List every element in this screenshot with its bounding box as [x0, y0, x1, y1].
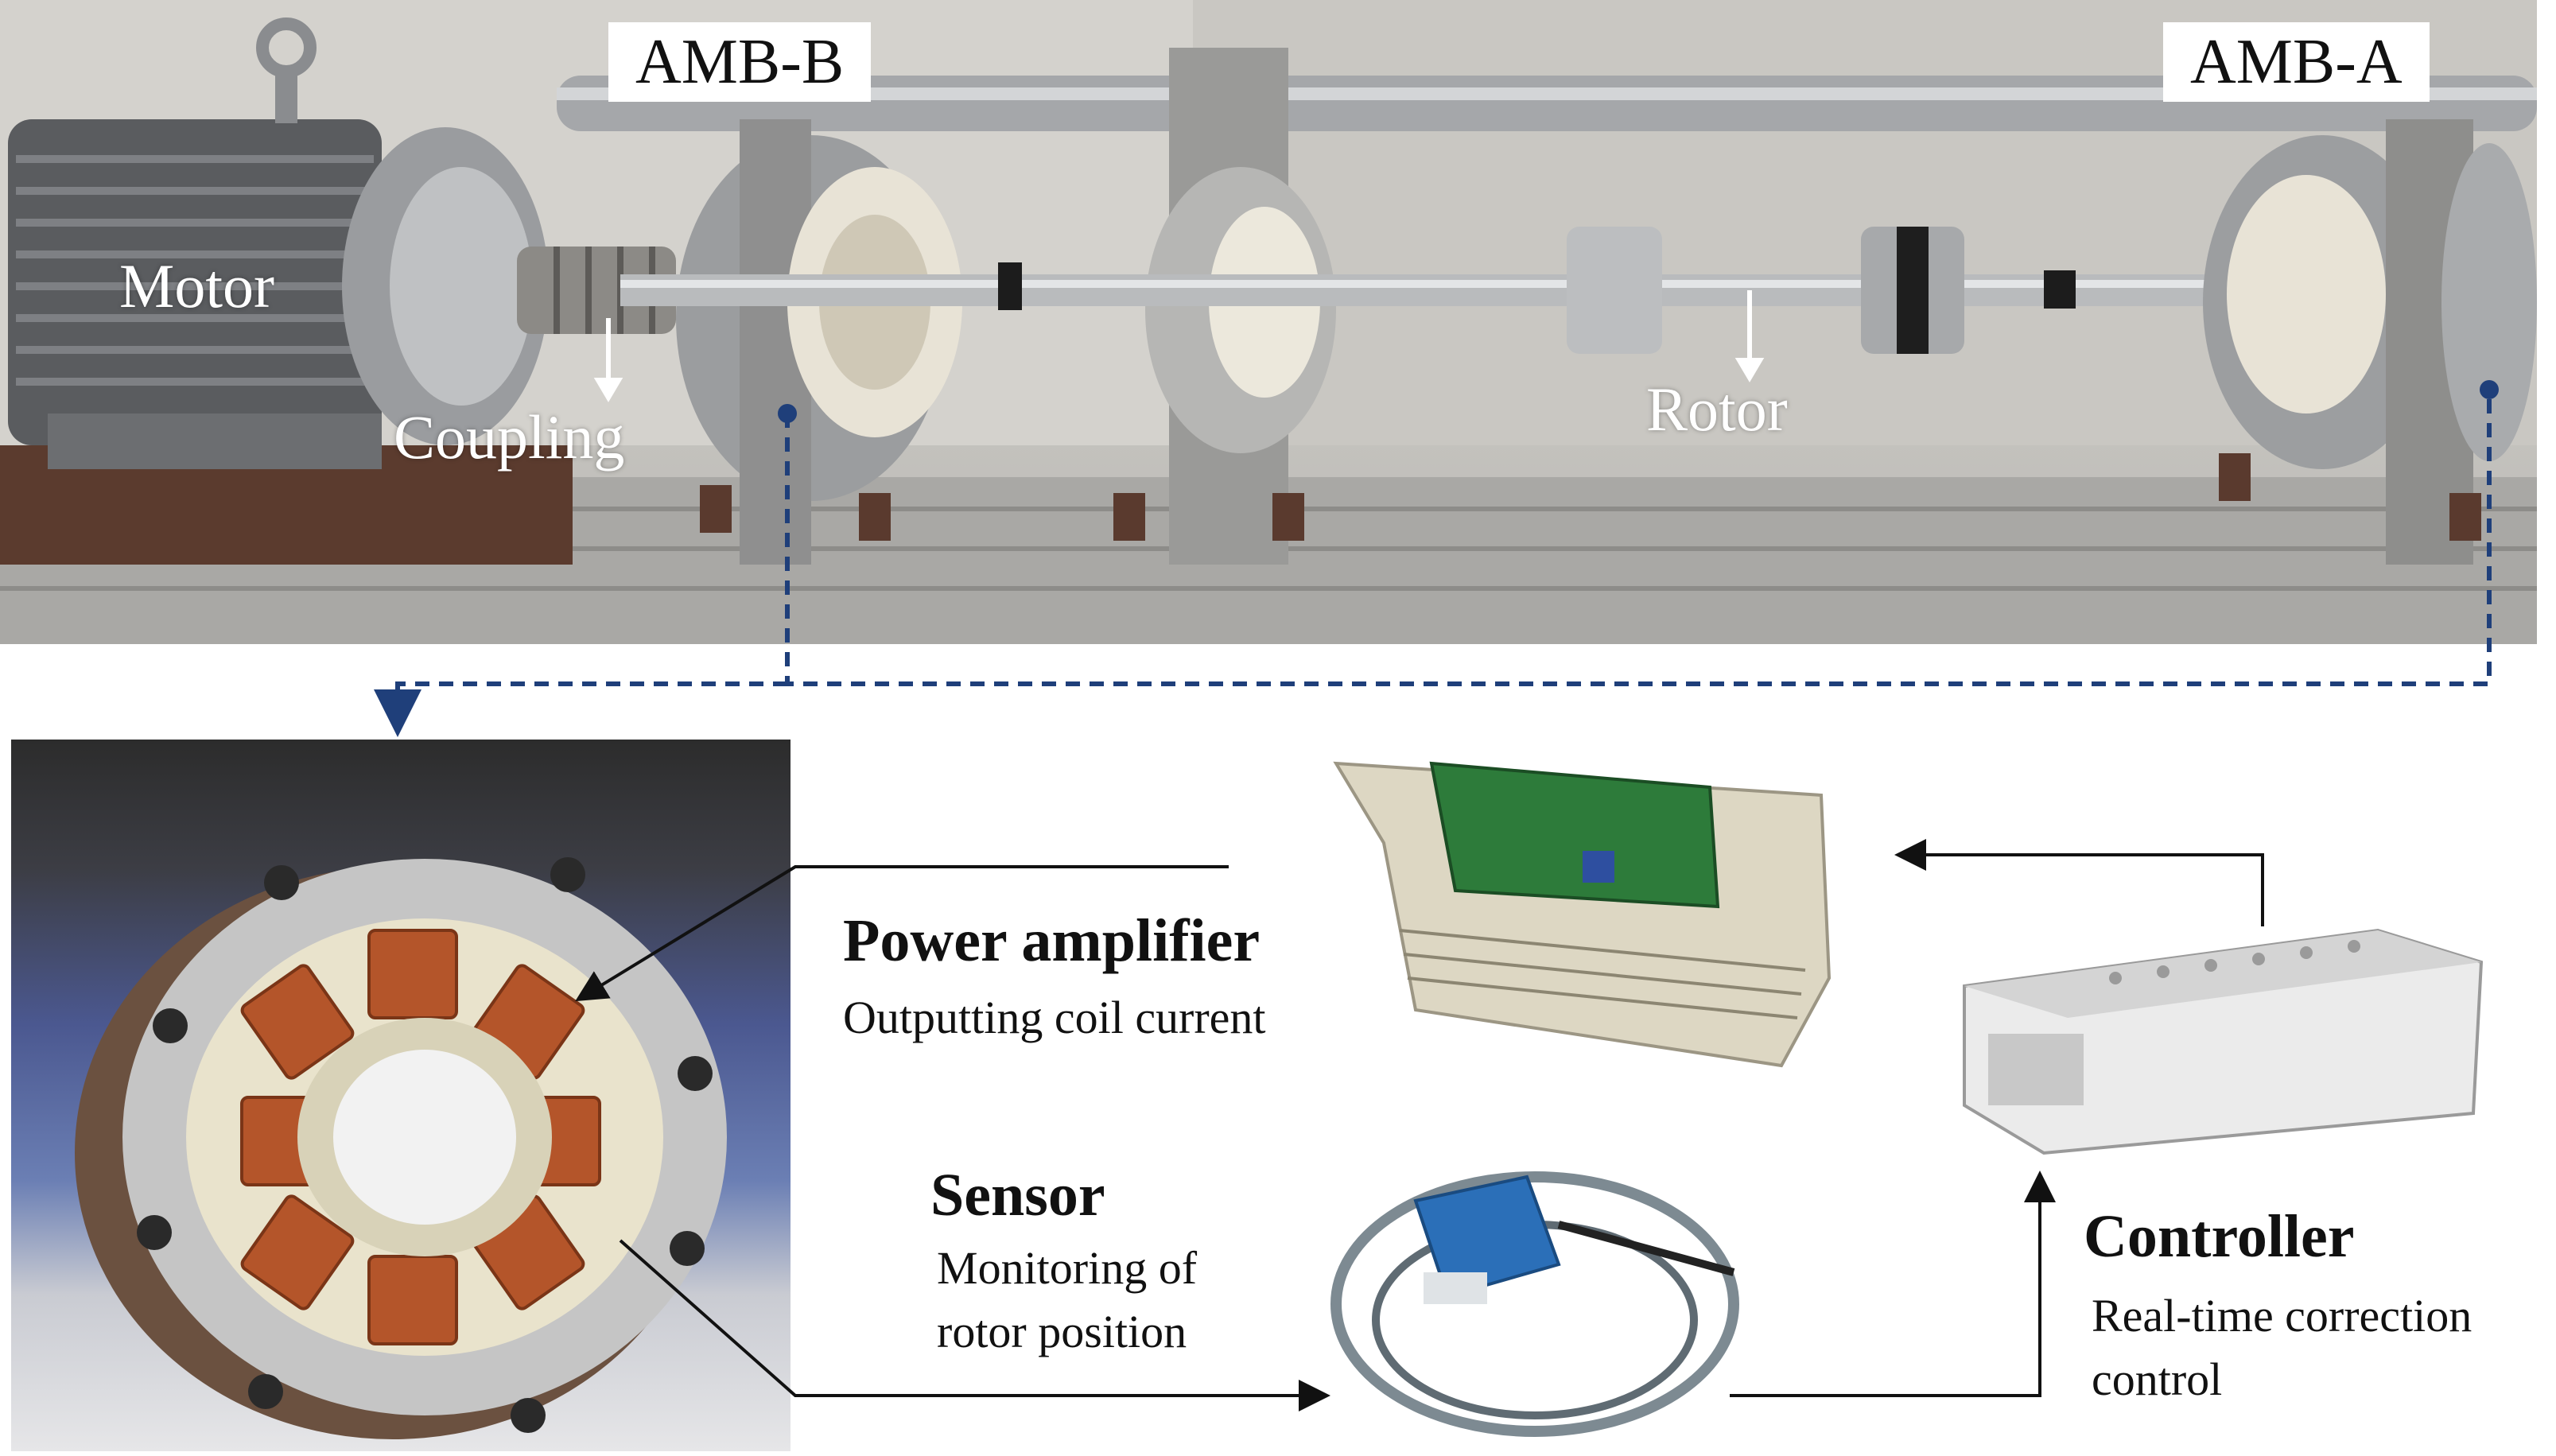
power-amplifier-illustration	[1333, 761, 1832, 1068]
motor-illustration	[8, 17, 549, 469]
magnetic-bearing-photo	[11, 740, 790, 1451]
coil-to-amplifier-arrow	[575, 865, 1229, 1002]
magnetic-bearing-illustration	[75, 857, 727, 1439]
controller-title: Controller	[2084, 1203, 2355, 1270]
amb-b-label: AMB-B	[608, 22, 872, 102]
controller-illustration	[1963, 928, 2484, 1155]
test-rig-photo: AMB-B AMB-A Motor Coupling Rotor	[0, 0, 2537, 644]
controller-desc-line-2: control	[2092, 1353, 2223, 1405]
test-rig-illustration	[0, 0, 2537, 644]
bearing-to-sensor-arrow	[619, 1239, 1330, 1411]
amb-a-link-dot	[2480, 380, 2499, 399]
amb-b-link-dot	[778, 404, 797, 423]
rotor-label: Rotor	[1646, 375, 1788, 444]
power-amplifier-title: Power amplifier	[843, 907, 1261, 974]
power-amplifier-desc: Outputting coil current	[843, 992, 1266, 1043]
sensor-illustration	[1330, 1171, 1739, 1437]
controller-to-amplifier-arrow	[1894, 839, 2264, 926]
photo-pointer-arrows	[593, 290, 1765, 402]
controller-desc-line-1: Real-time correction	[2092, 1290, 2472, 1341]
coupling-label: Coupling	[394, 402, 625, 472]
sensor-title: Sensor	[930, 1162, 1105, 1229]
sensor-desc-line-2: rotor position	[937, 1306, 1187, 1357]
sensor-to-controller-arrow	[1730, 1171, 2056, 1397]
amb-a-label: AMB-A	[2163, 22, 2430, 102]
motor-label: Motor	[119, 251, 274, 320]
sensor-desc-line-1: Monitoring of	[937, 1242, 1198, 1294]
bearing-link-dashed	[374, 390, 2492, 737]
